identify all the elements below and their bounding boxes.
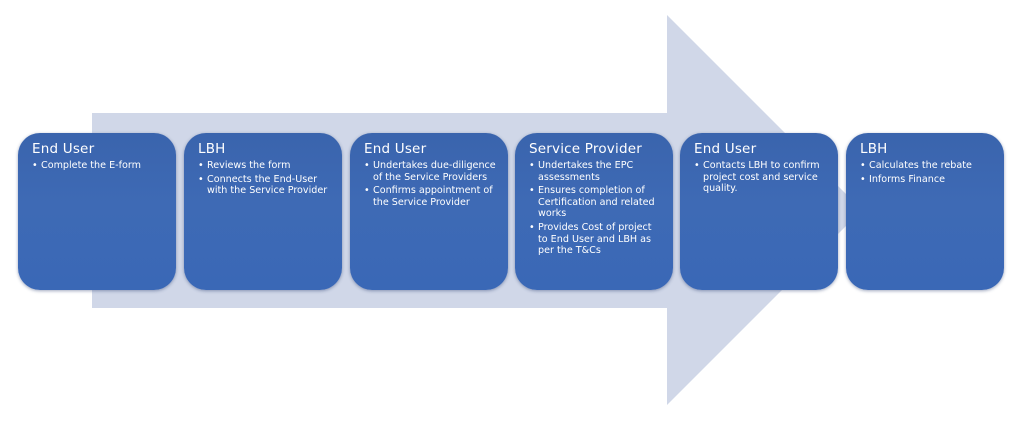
step-bullet: Undertakes the EPC assessments [529, 160, 663, 183]
step-card-4: Service Provider Undertakes the EPC asse… [515, 133, 673, 290]
step-actor: End User [694, 141, 757, 157]
step-actor: End User [364, 141, 427, 157]
step-actor: Service Provider [529, 141, 642, 157]
step-card-5: End User Contacts LBH to confirm project… [680, 133, 838, 290]
step-bullets: Complete the E-form [32, 160, 166, 172]
step-bullet: Confirms appointment of the Service Prov… [364, 185, 498, 208]
step-card-6: LBH Calculates the rebate Informs Financ… [846, 133, 1004, 290]
step-bullet: Reviews the form [198, 160, 332, 172]
step-actor: LBH [198, 141, 226, 157]
step-bullet: Provides Cost of project to End User and… [529, 222, 663, 257]
step-bullet: Connects the End-User with the Service P… [198, 174, 332, 197]
step-bullets: Calculates the rebate Informs Finance [860, 160, 994, 185]
step-bullets: Reviews the form Connects the End-User w… [198, 160, 332, 197]
step-bullet: Complete the E-form [32, 160, 166, 172]
step-bullet: Contacts LBH to confirm project cost and… [694, 160, 828, 195]
step-card-2: LBH Reviews the form Connects the End-Us… [184, 133, 342, 290]
step-bullet: Informs Finance [860, 174, 994, 186]
step-bullet: Calculates the rebate [860, 160, 994, 172]
step-bullets: Contacts LBH to confirm project cost and… [694, 160, 828, 195]
step-actor: End User [32, 141, 95, 157]
step-card-3: End User Undertakes due-diligence of the… [350, 133, 508, 290]
step-bullet: Undertakes due-diligence of the Service … [364, 160, 498, 183]
step-card-1: End User Complete the E-form [18, 133, 176, 290]
step-bullets: Undertakes the EPC assessments Ensures c… [529, 160, 663, 257]
step-bullet: Ensures completion of Certification and … [529, 185, 663, 220]
step-actor: LBH [860, 141, 888, 157]
step-bullets: Undertakes due-diligence of the Service … [364, 160, 498, 208]
